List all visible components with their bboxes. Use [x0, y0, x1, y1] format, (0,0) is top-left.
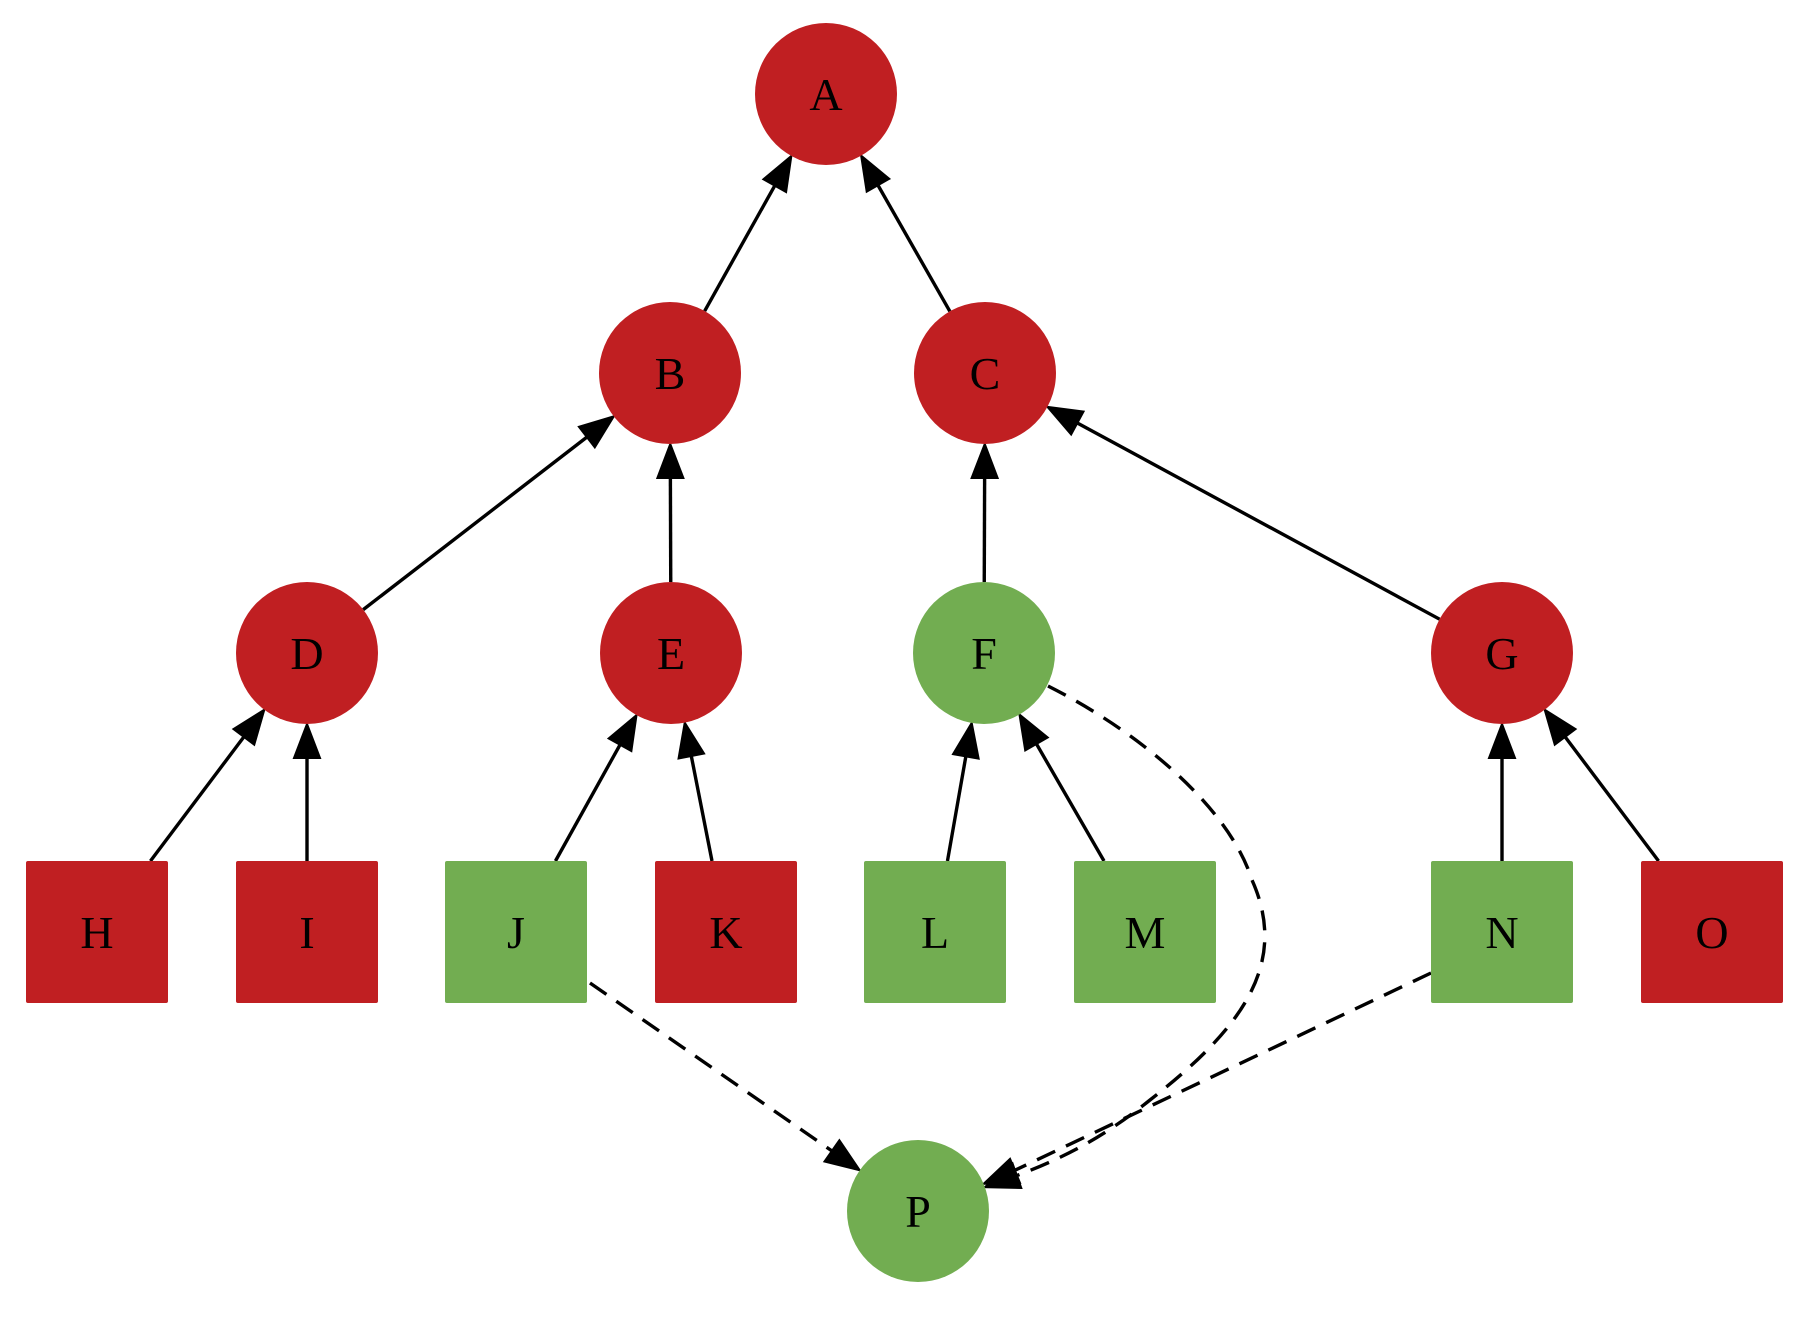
edge-d-to-b: [362, 414, 616, 611]
arrowhead-l-to-f: [951, 720, 980, 760]
node-o-label: O: [1695, 907, 1728, 958]
node-d: D: [236, 582, 378, 724]
edge-g-to-c: [1044, 405, 1441, 621]
node-i: I: [236, 861, 378, 1003]
node-i-label: I: [299, 907, 314, 958]
node-k-square: [655, 861, 797, 1003]
node-g: G: [1431, 582, 1573, 724]
node-h-label: H: [80, 907, 113, 958]
node-d-label: D: [290, 628, 323, 679]
node-f: F: [913, 582, 1055, 724]
node-l-label: L: [921, 907, 949, 958]
node-e-label: E: [657, 628, 685, 679]
arrowhead-h-to-d: [231, 707, 266, 747]
edge-line-f-to-p: [1004, 684, 1267, 1182]
node-j-label: J: [507, 907, 525, 958]
node-m-label: M: [1125, 907, 1166, 958]
arrowhead-k-to-e: [677, 719, 706, 760]
node-a: A: [755, 23, 897, 165]
node-c-label: C: [970, 348, 1001, 399]
node-e: E: [600, 582, 742, 724]
edge-line-k-to-e: [689, 755, 714, 862]
arrowhead-n-to-g: [1487, 721, 1517, 759]
node-b-label: B: [655, 348, 686, 399]
arrowhead-g-to-c: [1044, 405, 1086, 437]
edge-i-to-d: [292, 721, 322, 861]
arrowhead-b-to-a: [761, 153, 793, 194]
edges-layer: [149, 153, 1660, 1190]
edge-line-h-to-d: [149, 735, 246, 863]
node-a-label: A: [809, 69, 842, 120]
node-i-square: [236, 861, 378, 1003]
node-n: N: [1431, 861, 1573, 1003]
node-l: L: [864, 861, 1006, 1003]
node-m-square: [1074, 861, 1216, 1003]
arrowhead-i-to-d: [292, 721, 322, 759]
node-p-circle: [847, 1140, 989, 1282]
edge-k-to-e: [677, 719, 714, 862]
node-j-square: [445, 861, 587, 1003]
edge-b-to-a: [703, 153, 793, 312]
node-m: M: [1074, 861, 1216, 1003]
node-g-circle: [1431, 582, 1573, 724]
node-k-label: K: [709, 907, 742, 958]
node-c-circle: [914, 302, 1056, 444]
edge-line-d-to-b: [362, 435, 588, 611]
arrowhead-n-to-p: [981, 1157, 1022, 1185]
arrowhead-e-to-b: [655, 441, 685, 480]
node-e-circle: [600, 582, 742, 724]
edge-m-to-f: [1018, 712, 1106, 862]
edge-o-to-g: [1543, 707, 1660, 863]
arrowhead-f-to-c: [970, 441, 1000, 480]
node-n-label: N: [1485, 907, 1518, 958]
node-p-label: P: [905, 1186, 931, 1237]
node-h-square: [26, 861, 168, 1003]
arrowhead-o-to-g: [1543, 707, 1578, 747]
edge-j-to-e: [553, 712, 638, 862]
edge-line-l-to-f: [945, 756, 968, 862]
arrowhead-j-to-p: [822, 1138, 863, 1172]
node-p: P: [847, 1140, 989, 1282]
edge-line-j-to-e: [553, 743, 622, 862]
arrowhead-j-to-e: [606, 712, 638, 753]
arrowhead-c-to-a: [859, 153, 892, 194]
node-d-circle: [236, 582, 378, 724]
node-n-square: [1431, 861, 1573, 1003]
node-o-square: [1641, 861, 1783, 1003]
node-k: K: [655, 861, 797, 1003]
node-g-label: G: [1485, 628, 1518, 679]
edge-n-to-g: [1487, 721, 1517, 861]
arrowhead-m-to-f: [1018, 712, 1050, 753]
nodes-layer: A B C D E F G H I J K L M N O P: [26, 23, 1783, 1282]
edge-f-to-c: [970, 441, 1000, 583]
edge-line-g-to-c: [1076, 421, 1441, 621]
node-a-circle: [755, 23, 897, 165]
node-o: O: [1641, 861, 1783, 1003]
edge-l-to-f: [945, 720, 980, 862]
node-f-circle: [913, 582, 1055, 724]
edge-n-to-p: [981, 971, 1432, 1185]
arrowhead-d-to-b: [577, 414, 616, 450]
edge-line-b-to-a: [703, 184, 777, 312]
edge-j-to-p: [589, 981, 863, 1172]
node-f-label: F: [971, 628, 997, 679]
node-b-circle: [599, 302, 741, 444]
edge-line-m-to-f: [1035, 743, 1106, 862]
edge-e-to-b: [655, 441, 685, 583]
edge-h-to-d: [149, 707, 266, 863]
node-h: H: [26, 861, 168, 1003]
node-j: J: [445, 861, 587, 1003]
edge-line-j-to-p: [589, 981, 846, 1162]
edge-line-n-to-p: [1004, 971, 1432, 1177]
edge-c-to-a: [859, 153, 952, 313]
node-b: B: [599, 302, 741, 444]
edge-line-o-to-g: [1563, 735, 1660, 863]
edge-line-c-to-a: [876, 184, 952, 313]
node-c: C: [914, 302, 1056, 444]
node-l-square: [864, 861, 1006, 1003]
